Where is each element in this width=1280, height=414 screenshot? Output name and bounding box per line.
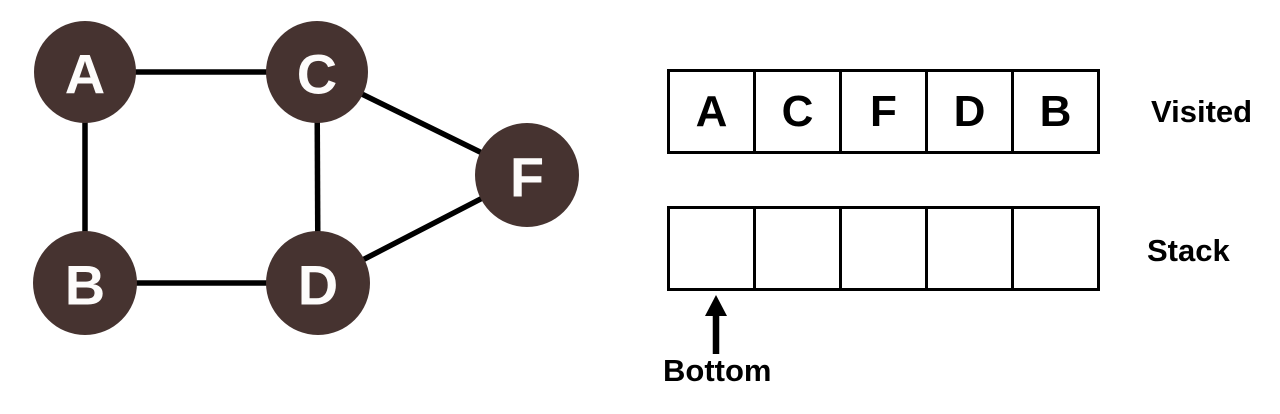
node-label-d: D	[298, 254, 338, 317]
node-label-c: C	[297, 43, 337, 106]
node-label-b: B	[65, 254, 105, 317]
visited-array-label: Visited	[1151, 94, 1253, 129]
stack-cell[interactable]	[925, 206, 1014, 291]
visited-cell[interactable]: D	[925, 69, 1014, 154]
node-circle-f[interactable]	[475, 123, 579, 227]
graph-svg: A C F B D	[33, 21, 579, 335]
visited-cell[interactable]: F	[839, 69, 928, 154]
node-circle-d[interactable]	[266, 231, 370, 335]
graph-node-d[interactable]: D	[266, 231, 370, 335]
node-label-f: F	[510, 146, 544, 209]
stack-cell[interactable]	[753, 206, 842, 291]
graph-panel: A C F B D	[33, 21, 579, 335]
bottom-pointer-label: Bottom	[663, 353, 772, 388]
stack-cell[interactable]	[1011, 206, 1100, 291]
graph-node-c[interactable]: C	[266, 21, 368, 123]
stack-array	[667, 206, 1100, 291]
visited-cell[interactable]: C	[753, 69, 842, 154]
up-arrow-icon	[705, 295, 727, 354]
node-circle-c[interactable]	[266, 21, 368, 123]
stack-cell[interactable]	[839, 206, 928, 291]
visited-cell[interactable]: B	[1011, 69, 1100, 154]
node-label-a: A	[65, 43, 105, 106]
visited-cell[interactable]: A	[667, 69, 756, 154]
graph-node-a[interactable]: A	[34, 21, 136, 123]
node-circle-a[interactable]	[34, 21, 136, 123]
node-circle-b[interactable]	[33, 231, 137, 335]
visited-array: A C F D B	[667, 69, 1100, 154]
array-panel: A C F D B Visited Stack Bottom	[640, 0, 1280, 414]
stack-cell[interactable]	[667, 206, 756, 291]
graph-node-b[interactable]: B	[33, 231, 137, 335]
stack-array-label: Stack	[1147, 233, 1230, 268]
graph-node-f[interactable]: F	[475, 123, 579, 227]
